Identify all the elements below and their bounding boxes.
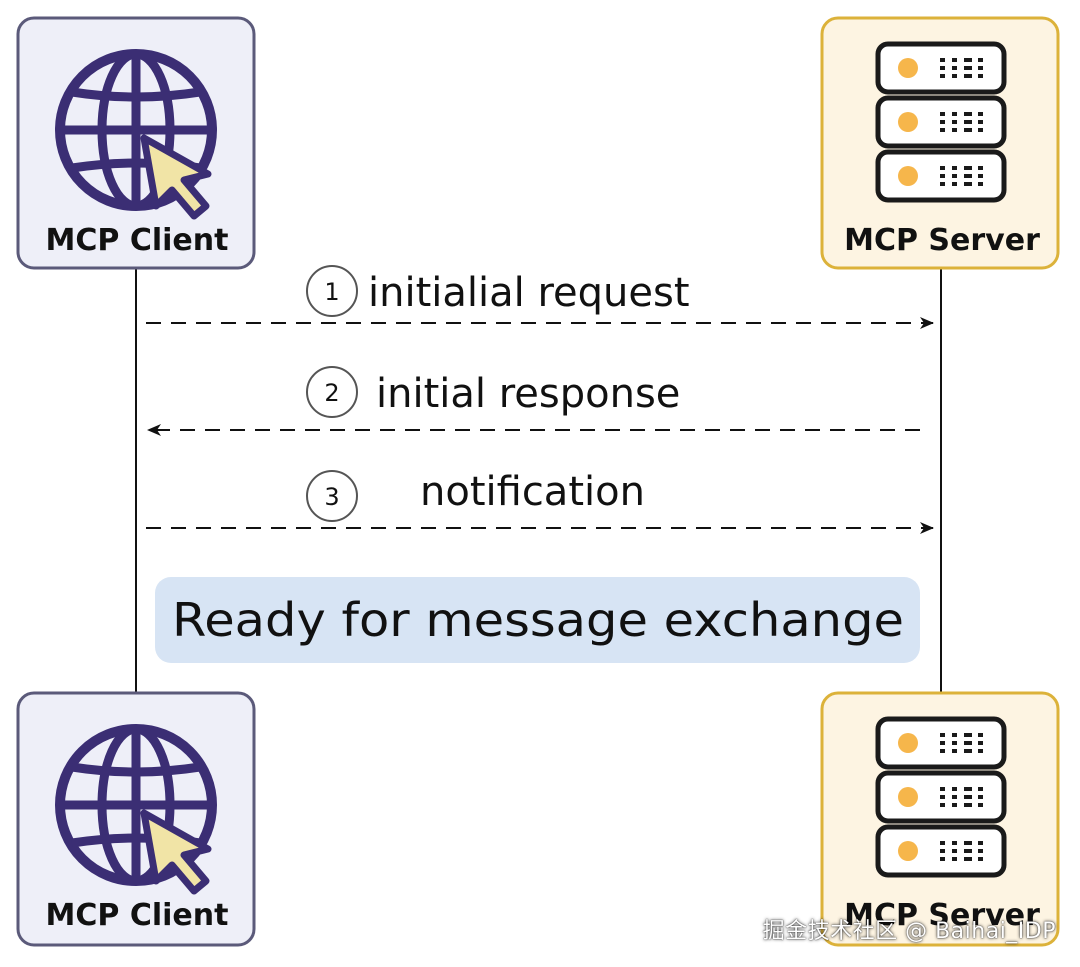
message-label-1: initialial request	[368, 270, 690, 316]
status-banner-text: Ready for message exchange	[172, 593, 904, 647]
step-badge-1	[306, 265, 358, 317]
server-box-bottom: MCP Server	[820, 691, 1060, 947]
message-1: 1 initialial request	[146, 265, 934, 329]
client-label-bottom: MCP Client	[46, 898, 229, 933]
server-label-top: MCP Server	[844, 223, 1040, 258]
server-rack-icon	[878, 44, 1004, 200]
client-label-top: MCP Client	[46, 223, 229, 258]
client-box-top: MCP Client	[16, 16, 256, 270]
step-badge-3	[306, 470, 358, 522]
step-number-3: 3	[324, 483, 339, 511]
message-label-3: notification	[420, 469, 645, 515]
step-badge-2	[306, 366, 358, 418]
client-box-bottom: MCP Client	[16, 691, 256, 947]
message-label-2: initial response	[376, 371, 680, 417]
server-rack-icon	[878, 719, 1004, 875]
message-3: 3 notification	[146, 469, 934, 534]
step-number-1: 1	[324, 278, 339, 306]
status-banner: Ready for message exchange	[155, 577, 920, 663]
server-box-top: MCP Server	[820, 16, 1060, 270]
watermark: 掘金技术社区 @ Baihai_IDP	[762, 919, 1056, 944]
message-2: 2 initial response	[147, 366, 920, 436]
step-number-2: 2	[324, 379, 339, 407]
server-label-bottom: MCP Server	[844, 898, 1040, 933]
